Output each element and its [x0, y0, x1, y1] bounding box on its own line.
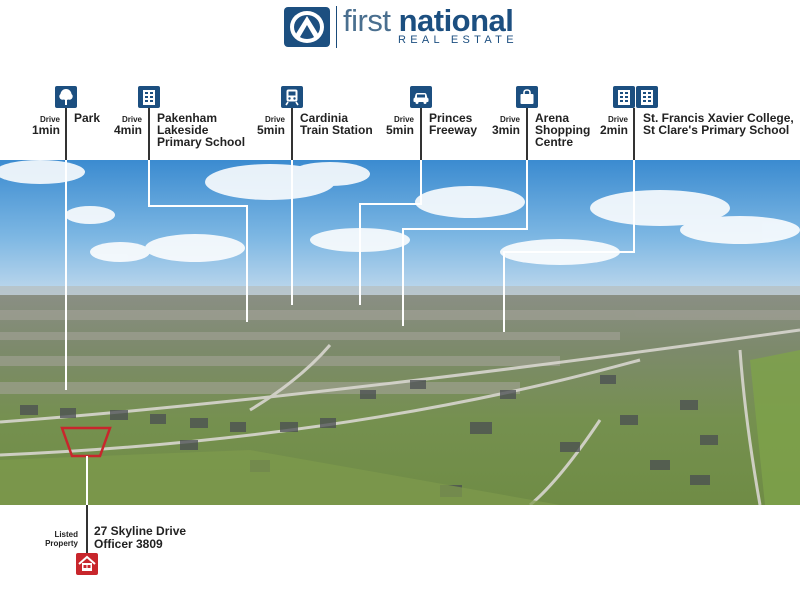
st-clares-marker [636, 86, 658, 108]
pakenham-name-line1: Pakenham [157, 111, 218, 125]
st-francis-name-line2: St Clare's Primary School [643, 123, 790, 137]
princes-name-line1: Princes [429, 111, 473, 125]
school-icon [143, 90, 155, 105]
park-marker [55, 86, 77, 108]
princes-name: Princes Freeway [429, 112, 477, 136]
aerial-photo [0, 160, 800, 505]
listed-label-line1: Listed [54, 530, 78, 539]
park-drive-label: Drive [39, 115, 60, 124]
cardinia-drive-label: Drive [264, 115, 285, 124]
cardinia-name: Cardinia Train Station [300, 112, 373, 136]
cardinia-name-line2: Train Station [300, 123, 373, 137]
listed-label-line2: Property [45, 539, 78, 548]
pakenham-drive-label: Drive [121, 115, 142, 124]
cardinia-station-marker [281, 86, 303, 108]
tree-icon [59, 89, 73, 105]
arena-shopping-marker [516, 86, 538, 108]
brand-name: first national [343, 3, 514, 39]
address-line2: Officer 3809 [94, 537, 163, 551]
pakenham-name-line2: Lakeside [157, 123, 209, 137]
st-francis-name-line1: St. Francis Xavier College, [643, 111, 794, 125]
park-name-line1: Park [74, 111, 101, 125]
home-icon [78, 555, 96, 571]
cardinia-duration: 5min [256, 123, 285, 137]
pakenham-duration: 4min [113, 123, 142, 137]
park-name: Park [74, 112, 100, 124]
arena-duration: 3min [491, 123, 520, 137]
arena-name: Arena Shopping Centre [535, 112, 590, 148]
st-francis-duration: 2min [599, 123, 628, 137]
pakenham-name: Pakenham Lakeside Primary School [157, 112, 245, 148]
brand-tagline: REAL ESTATE [398, 34, 518, 46]
arena-name-line2: Shopping [535, 123, 591, 137]
pakenham-school-marker [138, 86, 160, 108]
listed-property-marker [76, 553, 98, 575]
arena-name-line1: Arena [535, 111, 570, 125]
princes-drive-label: Drive [393, 115, 414, 124]
car-icon [413, 93, 429, 104]
princes-duration: 5min [385, 123, 414, 137]
princes-name-line2: Freeway [429, 123, 478, 137]
listed-property-label: Listed Property [28, 530, 78, 548]
logo-divider [336, 6, 337, 48]
princes-freeway-marker [410, 86, 432, 108]
pakenham-name-line3: Primary School [157, 135, 246, 149]
park-duration: 1min [31, 123, 60, 137]
school-icon [641, 90, 653, 105]
property-address: 27 Skyline Drive Officer 3809 [94, 525, 186, 551]
st-francis-marker [613, 86, 635, 108]
first-national-logo-icon [284, 7, 330, 47]
brand-name-part2: national [398, 3, 514, 38]
shopping-bag-icon [520, 89, 534, 104]
train-icon [285, 89, 299, 106]
st-francis-drive-label: Drive [607, 115, 628, 124]
arena-drive-label: Drive [499, 115, 520, 124]
st-francis-name: St. Francis Xavier College, St Clare's P… [643, 112, 794, 136]
school-icon [618, 90, 630, 105]
arena-name-line3: Centre [535, 135, 574, 149]
cardinia-name-line1: Cardinia [300, 111, 349, 125]
brand-name-part1: first [343, 3, 391, 38]
address-line1: 27 Skyline Drive [94, 524, 187, 538]
